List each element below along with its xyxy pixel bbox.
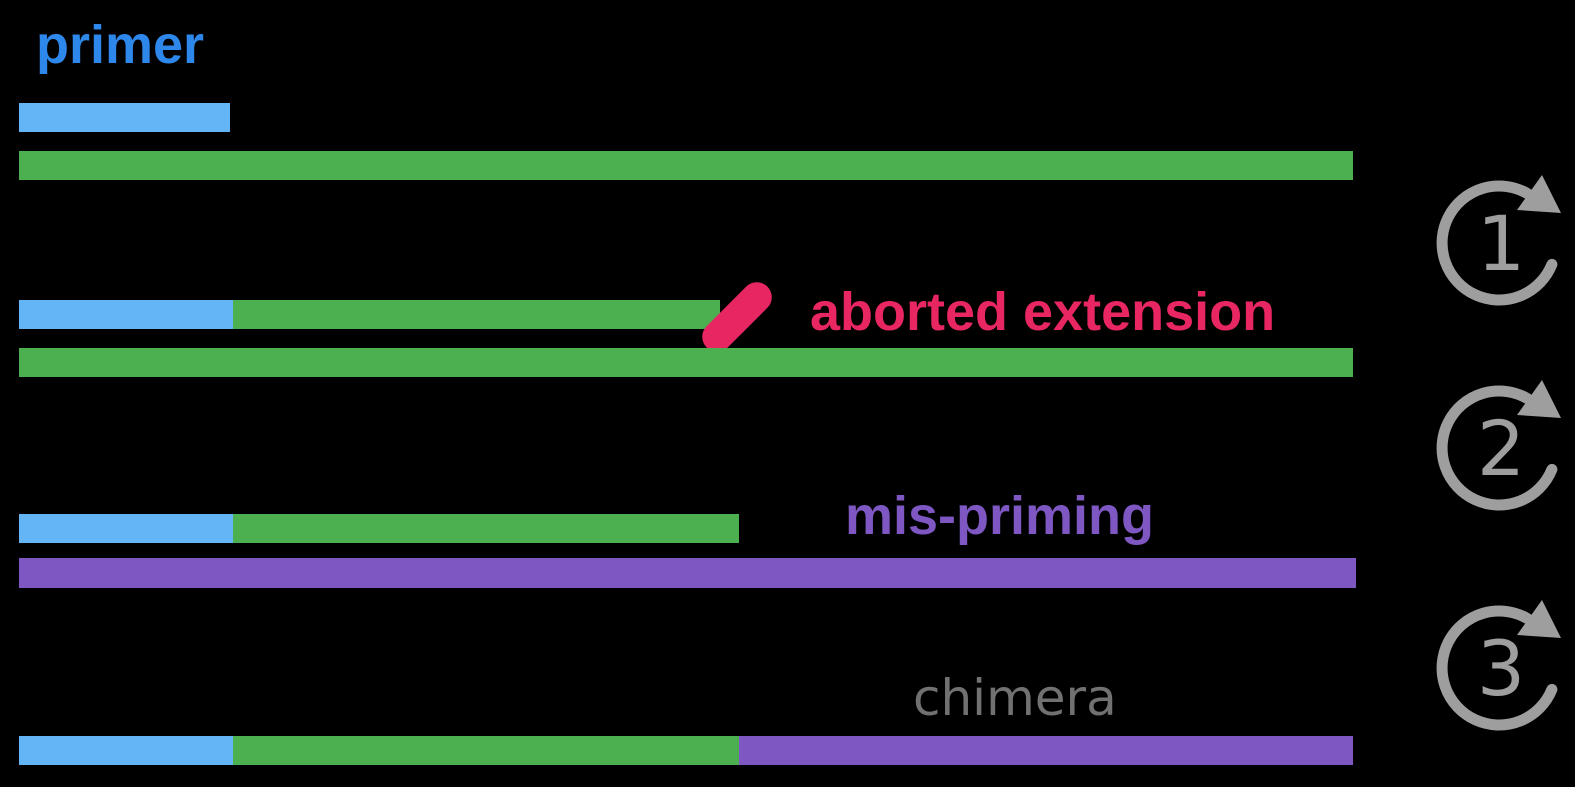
cycle-1-arrow-icon: 1 (1436, 175, 1561, 306)
misprimed-strand-extension-segment (233, 514, 739, 543)
template-strand-1 (19, 151, 1353, 180)
circular-arrow-icon (1436, 605, 1558, 731)
circular-arrow-icon (1436, 180, 1558, 306)
cycle-1-number: 1 (1477, 199, 1525, 288)
primer-label: primer (36, 15, 205, 75)
mis-priming-label: mis-priming (845, 486, 1155, 546)
aborted-strand-primer-segment (19, 300, 233, 329)
cycle-2-number: 2 (1477, 404, 1525, 493)
primer-bar (19, 103, 230, 132)
chimera-label: chimera (913, 669, 1117, 727)
misprimed-strand-primer-segment (19, 514, 233, 543)
mispriming-template-strand (19, 558, 1356, 588)
circular-arrow-icon (1436, 385, 1558, 511)
cycle-3-number: 3 (1477, 624, 1525, 713)
chimera-purple-segment (739, 736, 1353, 765)
arrowhead-icon (1517, 600, 1561, 638)
cycle-2-arrow-icon: 2 (1436, 380, 1561, 511)
cycle-3-arrow-icon: 3 (1436, 600, 1561, 731)
arrowhead-icon (1517, 175, 1561, 213)
aborted-strand-extension-segment (233, 300, 720, 329)
template-strand-2 (19, 348, 1353, 377)
chimera-primer-segment (19, 736, 233, 765)
chimera-green-segment (233, 736, 739, 765)
aborted-extension-label: aborted extension (810, 282, 1276, 342)
arrowhead-icon (1517, 380, 1561, 418)
